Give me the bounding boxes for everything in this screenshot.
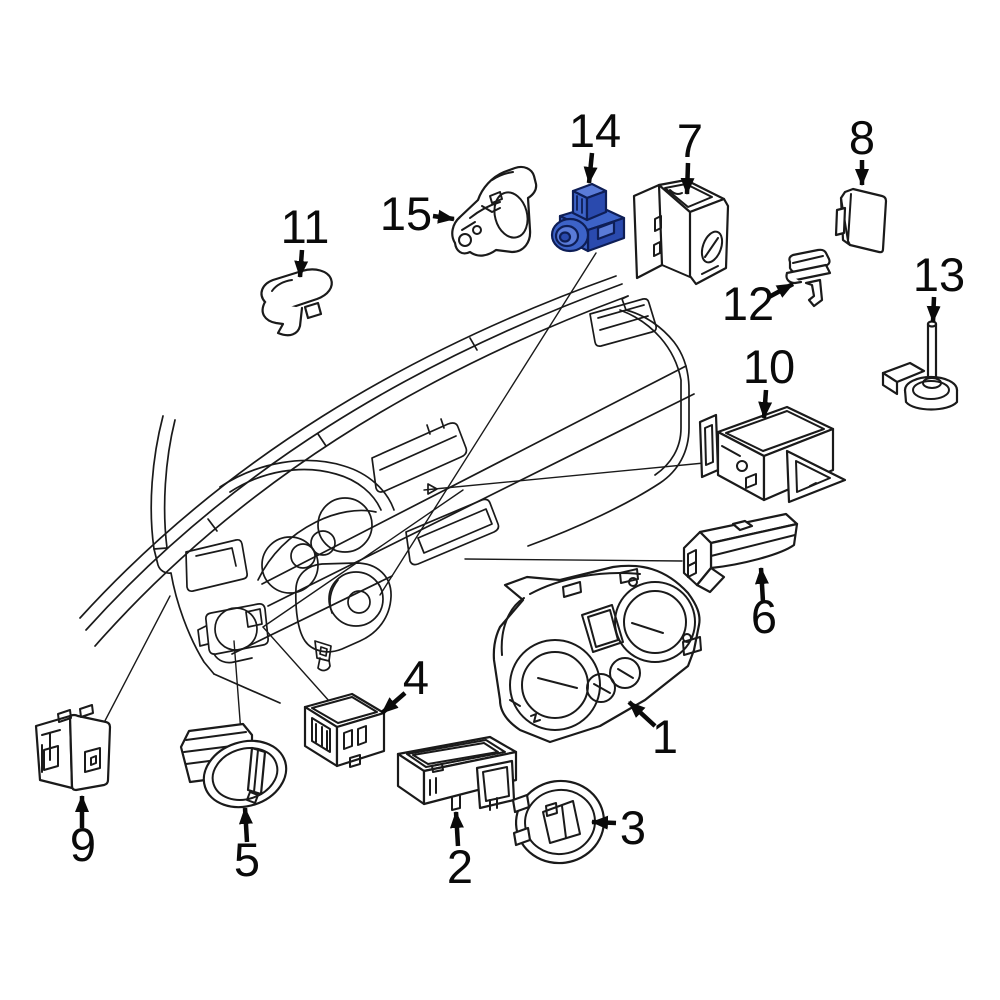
part-15-mounting-bracket[interactable]	[451, 165, 538, 257]
callout-arrow-1	[627, 700, 657, 728]
callout-arrow-3	[591, 815, 617, 830]
part-5-headlight-switch[interactable]	[179, 722, 295, 817]
callout-arrow-10	[758, 389, 773, 419]
callout-arrow-5	[238, 807, 253, 843]
part-4-switch[interactable]	[303, 692, 386, 768]
callout-number-9[interactable]: 9	[70, 818, 96, 871]
callout-number-11[interactable]: 11	[281, 200, 330, 253]
part-6-sensor-module[interactable]	[682, 512, 799, 594]
part-7-switch[interactable]	[632, 178, 730, 286]
callout-number-1[interactable]: 1	[652, 710, 678, 763]
part-8-blanking-cap[interactable]	[834, 187, 888, 254]
callout-arrow-15	[432, 209, 455, 224]
callout-arrow-11	[294, 249, 309, 278]
callout-number-6[interactable]: 6	[751, 590, 777, 643]
callout-number-14[interactable]: 14	[569, 104, 621, 157]
callout-number-15[interactable]: 15	[380, 187, 432, 240]
part-12-retaining-clip[interactable]	[785, 248, 832, 308]
callout-number-8[interactable]: 8	[849, 111, 875, 164]
callout-arrow-7	[680, 162, 695, 195]
dashboard-outline	[79, 275, 695, 704]
callout-number-12[interactable]: 12	[722, 277, 774, 330]
part-1-instrument-cluster[interactable]	[492, 564, 702, 744]
part-10-hazard-switch[interactable]	[698, 405, 847, 504]
callout-arrow-14	[583, 152, 598, 184]
callout-arrow-12	[767, 282, 795, 299]
callout-arrow-4	[380, 691, 407, 715]
callout-number-4[interactable]: 4	[403, 651, 429, 704]
part-14-sensor-highlighted[interactable]	[550, 182, 626, 253]
callout-arrow-2	[449, 811, 464, 847]
callout-arrow-6	[754, 567, 769, 603]
part-13-antenna-sensor[interactable]	[881, 320, 959, 411]
callout-number-7[interactable]: 7	[677, 114, 703, 167]
callout-arrow-13	[926, 296, 941, 323]
callout-number-2[interactable]: 2	[447, 840, 473, 893]
part-2-control-module[interactable]	[396, 735, 518, 811]
part-9-switch[interactable]	[34, 704, 112, 792]
callout-number-5[interactable]: 5	[234, 833, 260, 886]
callout-number-10[interactable]: 10	[743, 340, 795, 393]
callout-number-3[interactable]: 3	[620, 801, 646, 854]
callout-number-13[interactable]: 13	[913, 248, 965, 301]
part-11-cover-cap[interactable]	[260, 268, 333, 337]
